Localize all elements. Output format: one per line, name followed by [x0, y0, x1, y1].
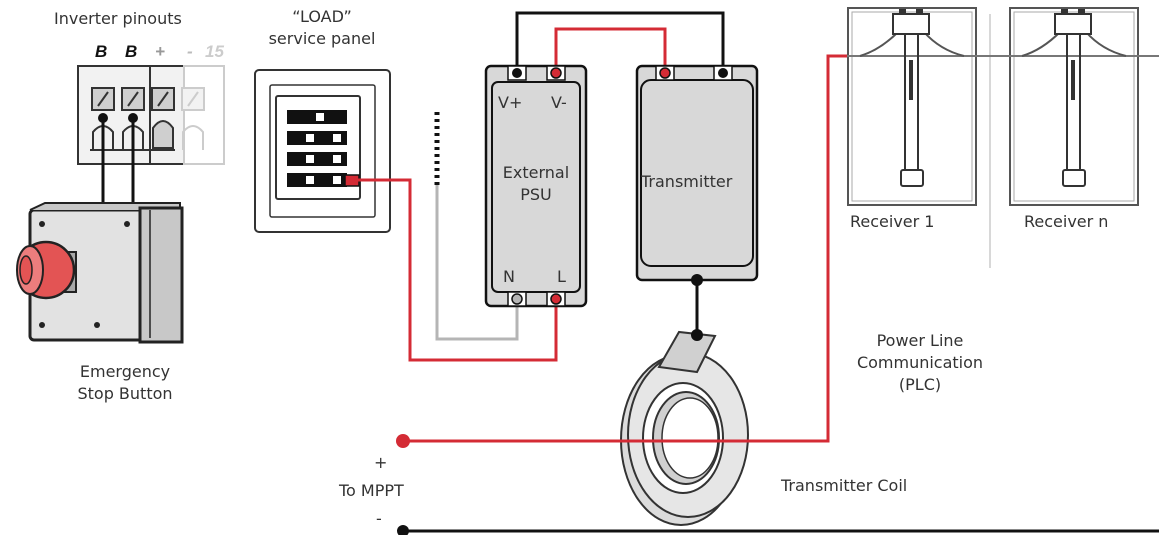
inverter-terminal-block — [77, 65, 225, 165]
external-psu — [484, 64, 588, 308]
psu-title-line1: External — [502, 163, 570, 182]
to-mppt-label: To MPPT — [339, 481, 404, 500]
load-panel-label-line1: “LOAD” — [292, 7, 352, 26]
plc-label-line1: Power Line — [876, 331, 964, 350]
mppt-minus-label: - — [376, 509, 382, 528]
terminal-label-b2: B — [125, 42, 138, 61]
load-panel-label-line2: service panel — [268, 29, 376, 48]
psu-n-label: N — [503, 267, 515, 286]
psu-title-line2: PSU — [520, 185, 552, 204]
inverter-pinouts-label: Inverter pinouts — [54, 9, 182, 28]
plc-label: Power Line Communication (PLC) — [850, 330, 990, 396]
transmitter-coil-label: Transmitter Coil — [781, 476, 908, 495]
receiver-n — [977, 7, 1159, 206]
terminal-label-15: 15 — [205, 42, 224, 61]
plc-label-line2: Communication — [856, 353, 984, 372]
receiver-1 — [847, 7, 977, 206]
plc-label-line3: (PLC) — [898, 375, 942, 394]
load-service-panel — [254, 69, 391, 233]
terminal-label-b1: B — [95, 42, 108, 61]
receiver-n-label: Receiver n — [1024, 212, 1109, 231]
estop-label-line1: Emergency — [79, 362, 171, 381]
psu-title-label: External PSU — [486, 162, 586, 206]
transmitter-label: Transmitter — [641, 172, 733, 191]
terminal-label-minus: - — [187, 42, 193, 61]
mppt-plus-label: + — [374, 453, 388, 472]
transmitter-box — [635, 64, 759, 282]
psu-vminus-label: V- — [551, 93, 567, 112]
estop-label: Emergency Stop Button — [60, 361, 190, 405]
psu-vplus-label: V+ — [498, 93, 523, 112]
terminal-label-plus: + — [155, 42, 165, 61]
estop-label-line2: Stop Button — [77, 384, 173, 403]
load-panel-label: “LOAD” service panel — [256, 6, 388, 50]
receiver-1-label: Receiver 1 — [850, 212, 935, 231]
transmitter-coil — [620, 329, 749, 526]
emergency-stop-button — [16, 202, 184, 344]
psu-l-label: L — [557, 267, 566, 286]
